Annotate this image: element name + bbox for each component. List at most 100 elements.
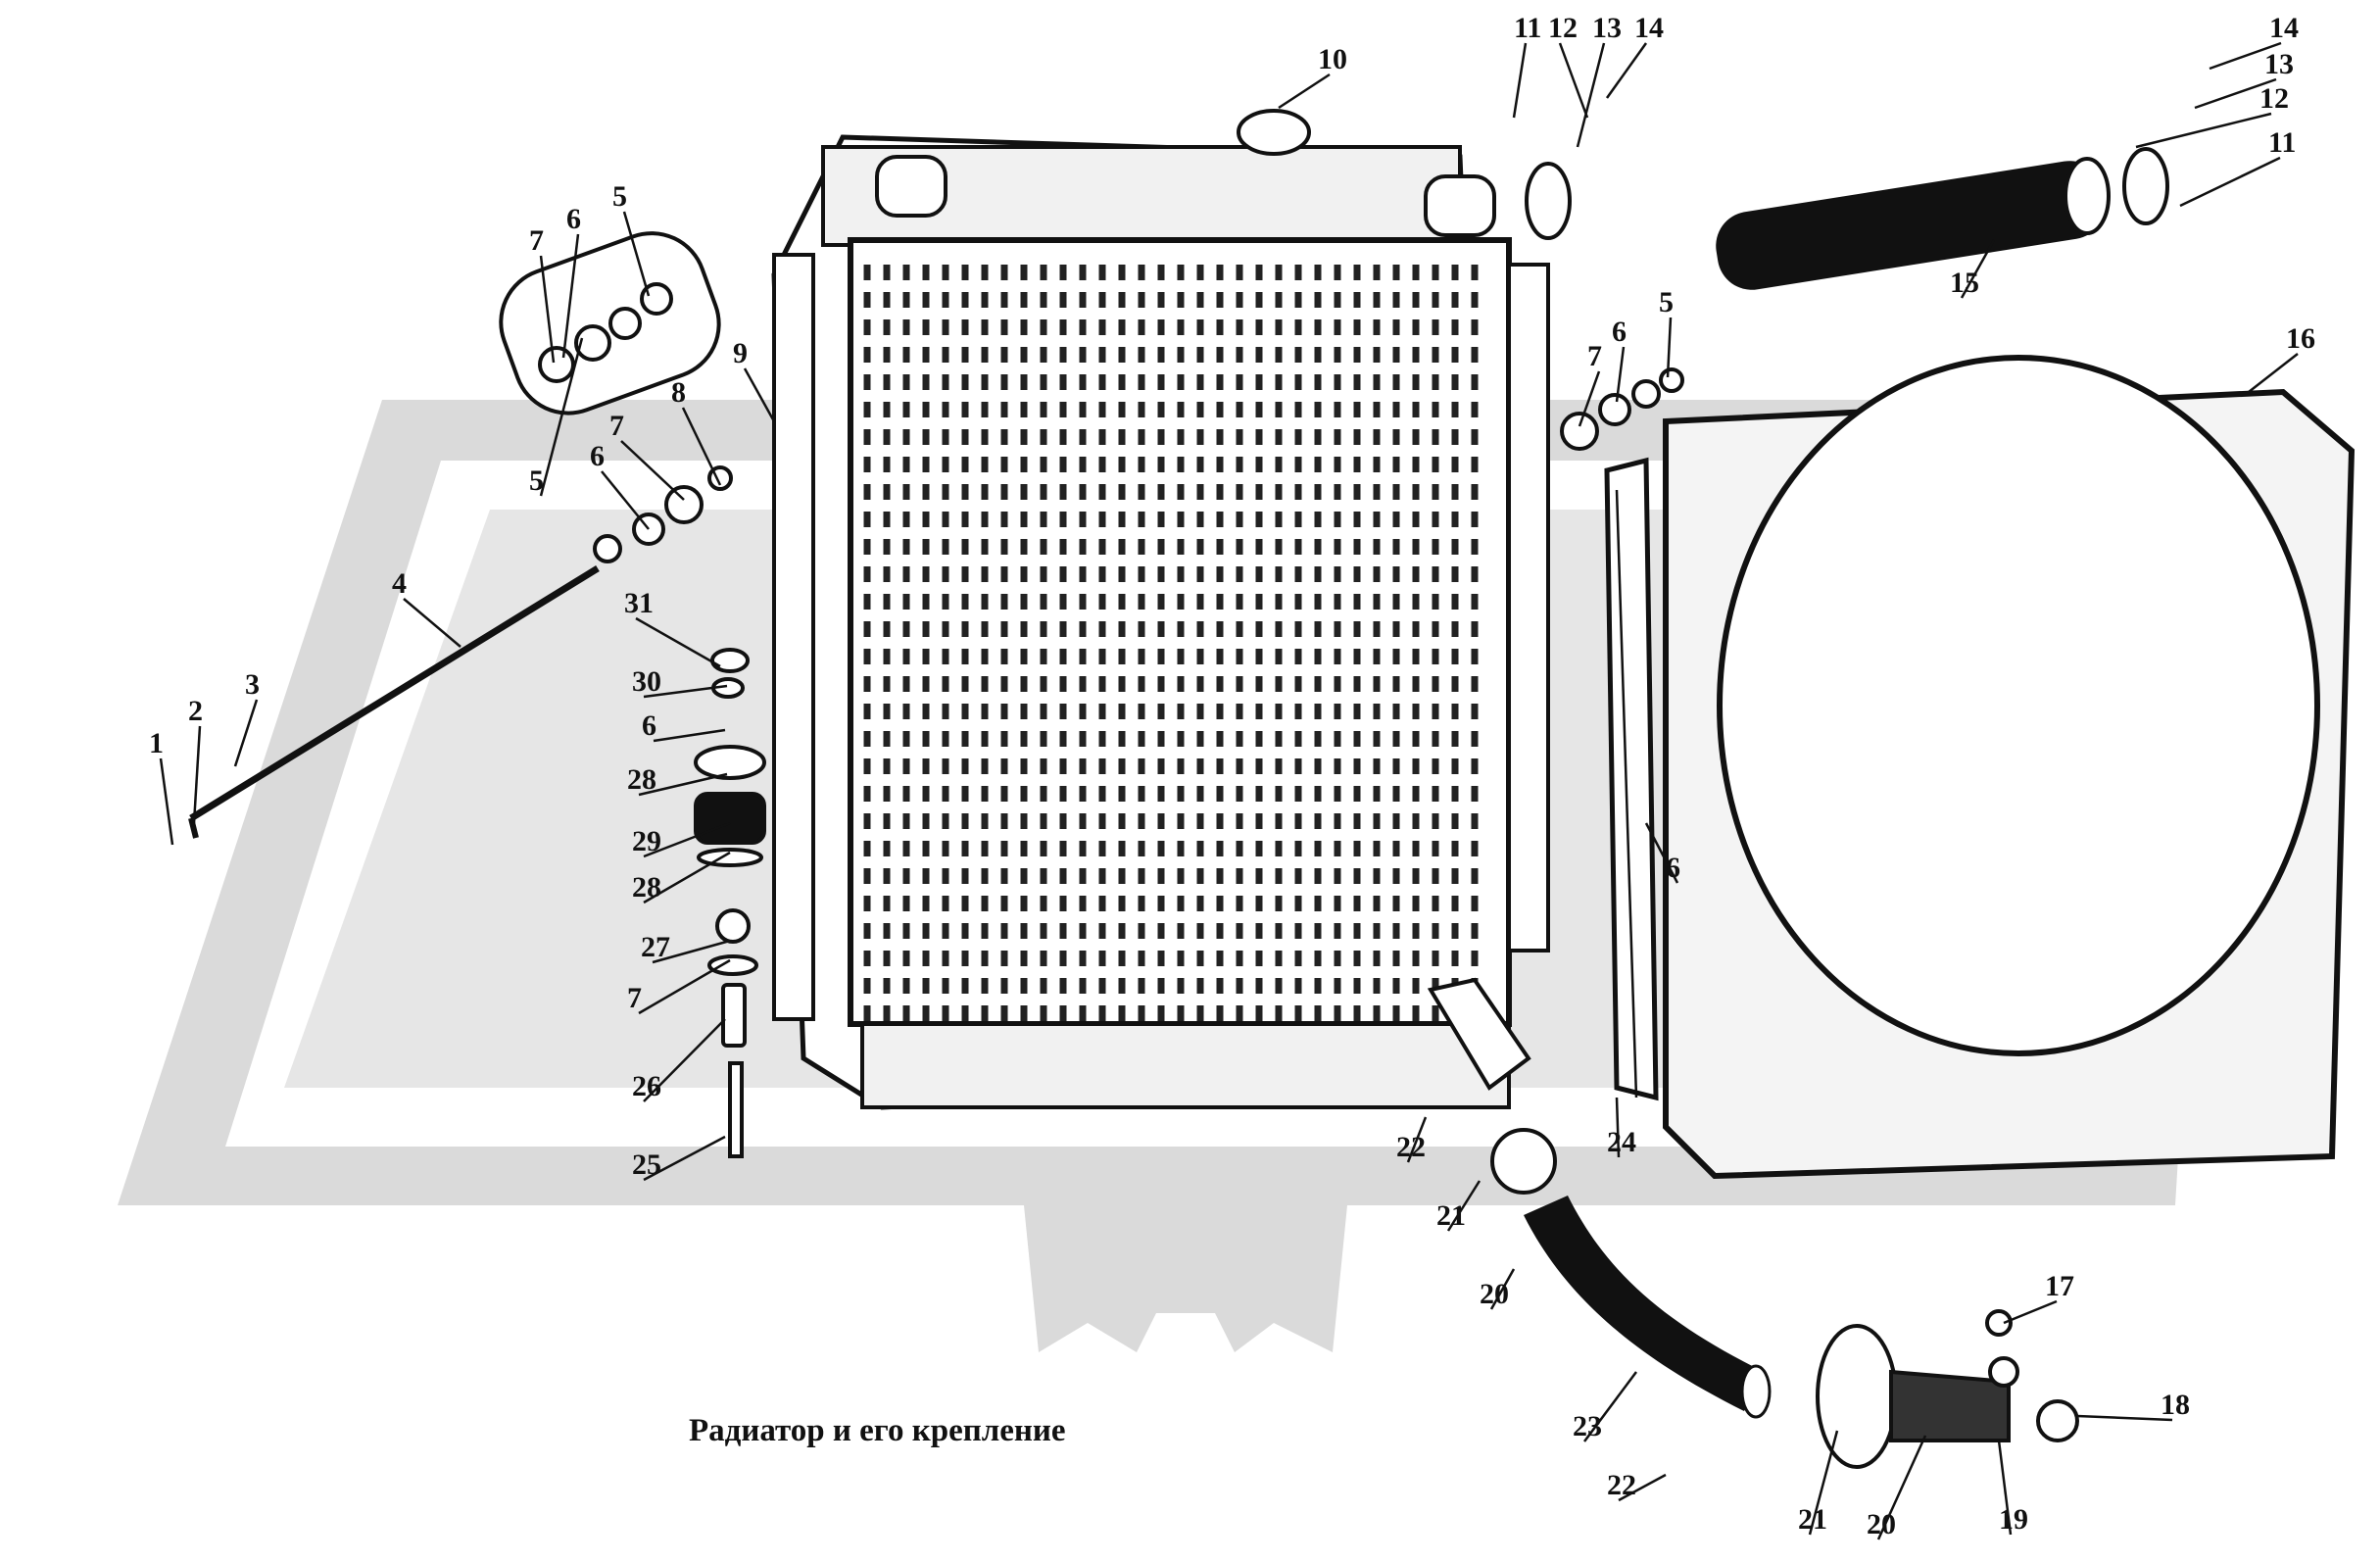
callout-number: 5 xyxy=(1659,286,1674,318)
leader-line xyxy=(192,725,202,824)
callout-number: 15 xyxy=(1950,267,1979,299)
leader-line xyxy=(1406,1116,1428,1163)
leader-line xyxy=(539,337,584,497)
leader-line xyxy=(1446,1180,1481,1232)
leader-line xyxy=(2179,156,2281,208)
leader-line xyxy=(1960,239,1996,299)
leader-line xyxy=(1618,1473,1667,1502)
radiator xyxy=(771,109,1550,1110)
callout-number: 3 xyxy=(245,668,260,701)
radiator-side-bracket-left xyxy=(772,253,815,1021)
leader-line xyxy=(1666,317,1673,378)
leader-line xyxy=(622,211,651,297)
leader-line xyxy=(233,699,259,767)
callout-number: 19 xyxy=(1999,1503,2028,1536)
leader-line xyxy=(601,470,650,530)
callout-number: 10 xyxy=(1318,43,1347,75)
radiator-side-bracket-right xyxy=(1507,263,1550,952)
leader-line xyxy=(638,958,731,1015)
leader-line xyxy=(643,1135,726,1182)
diagram-caption: Радиатор и его крепление xyxy=(689,1413,1066,1448)
fan-shroud xyxy=(1604,355,2356,1180)
radiator-lower-pipe xyxy=(1427,977,1531,1091)
leader-line xyxy=(743,367,776,422)
callout-number: 22 xyxy=(1607,1469,1636,1501)
callout-number: 16 xyxy=(2286,322,2315,355)
callout-number: 7 xyxy=(609,410,624,442)
callout-number: 21 xyxy=(1436,1199,1466,1232)
leader-line xyxy=(2076,1414,2173,1422)
leader-lines xyxy=(159,41,2299,1540)
callout-number: 2 xyxy=(188,695,203,727)
shroud-seal xyxy=(1604,457,1659,1101)
upper-hose xyxy=(1716,161,2106,290)
callout-number: 4 xyxy=(392,567,407,600)
leader-line xyxy=(643,1018,726,1102)
lower-hose xyxy=(1524,1196,1764,1411)
leader-line xyxy=(1278,73,1331,110)
callout-number: 8 xyxy=(671,376,686,409)
leader-line xyxy=(403,598,461,648)
leader-line xyxy=(1615,346,1626,403)
callout-number: 7 xyxy=(529,224,544,257)
radiator-bottom-tank xyxy=(860,1022,1511,1109)
callout-number: 21 xyxy=(1798,1503,1827,1536)
leader-line xyxy=(561,233,580,359)
leader-line xyxy=(2194,77,2277,110)
leader-line xyxy=(653,728,726,743)
leader-line xyxy=(1512,42,1528,119)
leader-line xyxy=(1605,42,1648,99)
leader-line xyxy=(1615,1097,1621,1158)
leader-line xyxy=(643,851,731,904)
callout-number: 13 xyxy=(2264,48,2294,80)
callout-number: 6 xyxy=(1612,316,1627,348)
callout-number: 22 xyxy=(1396,1131,1426,1163)
callout-number: 9 xyxy=(733,337,748,369)
callout-number: 5 xyxy=(612,180,627,213)
callout-number: 13 xyxy=(1592,12,1622,44)
leader-line xyxy=(1489,1268,1516,1310)
upper-hose-end xyxy=(2064,157,2111,235)
callout-number: 18 xyxy=(2161,1389,2190,1421)
callout-number: 27 xyxy=(641,931,670,963)
leader-line xyxy=(635,616,721,668)
callout-number: 6 xyxy=(1666,852,1680,884)
callout-number: 30 xyxy=(632,665,661,698)
leader-line xyxy=(1997,1440,2013,1536)
callout-number: 6 xyxy=(642,709,656,742)
callout-number: 6 xyxy=(566,203,581,235)
leader-line xyxy=(643,684,728,699)
leader-line xyxy=(1808,1430,1839,1536)
callout-number: 25 xyxy=(632,1148,661,1181)
callout-number: 26 xyxy=(632,1070,661,1102)
callout-number: 28 xyxy=(627,763,656,796)
leader-line xyxy=(1576,42,1606,148)
leader-line xyxy=(1876,1435,1927,1540)
fan-shroud-opening xyxy=(1717,355,2320,1056)
callout-number: 7 xyxy=(627,982,642,1014)
callout-number: 24 xyxy=(1607,1126,1636,1158)
callout-number: 23 xyxy=(1573,1410,1602,1442)
leader-line xyxy=(652,939,731,964)
small-parts xyxy=(499,147,2169,1469)
callout-number: 1 xyxy=(149,727,164,759)
leader-line xyxy=(2135,112,2272,149)
callout-number: 28 xyxy=(632,871,661,904)
lower-hose-end xyxy=(1740,1364,1772,1419)
callout-number: 7 xyxy=(1587,340,1602,372)
leader-line xyxy=(620,440,685,501)
callout-number: 11 xyxy=(1514,12,1541,44)
leader-line xyxy=(2003,1299,2058,1325)
tie-rod xyxy=(189,565,600,821)
leader-line xyxy=(1582,1371,1638,1442)
radiator-inlet-left xyxy=(875,155,947,218)
leader-line xyxy=(2209,41,2282,71)
callout-number: 12 xyxy=(2259,82,2289,115)
callout-number: 29 xyxy=(632,825,661,857)
callout-number: 17 xyxy=(2045,1270,2074,1302)
leader-line xyxy=(1644,822,1679,884)
leader-line xyxy=(159,757,174,846)
leader-line xyxy=(638,772,728,797)
